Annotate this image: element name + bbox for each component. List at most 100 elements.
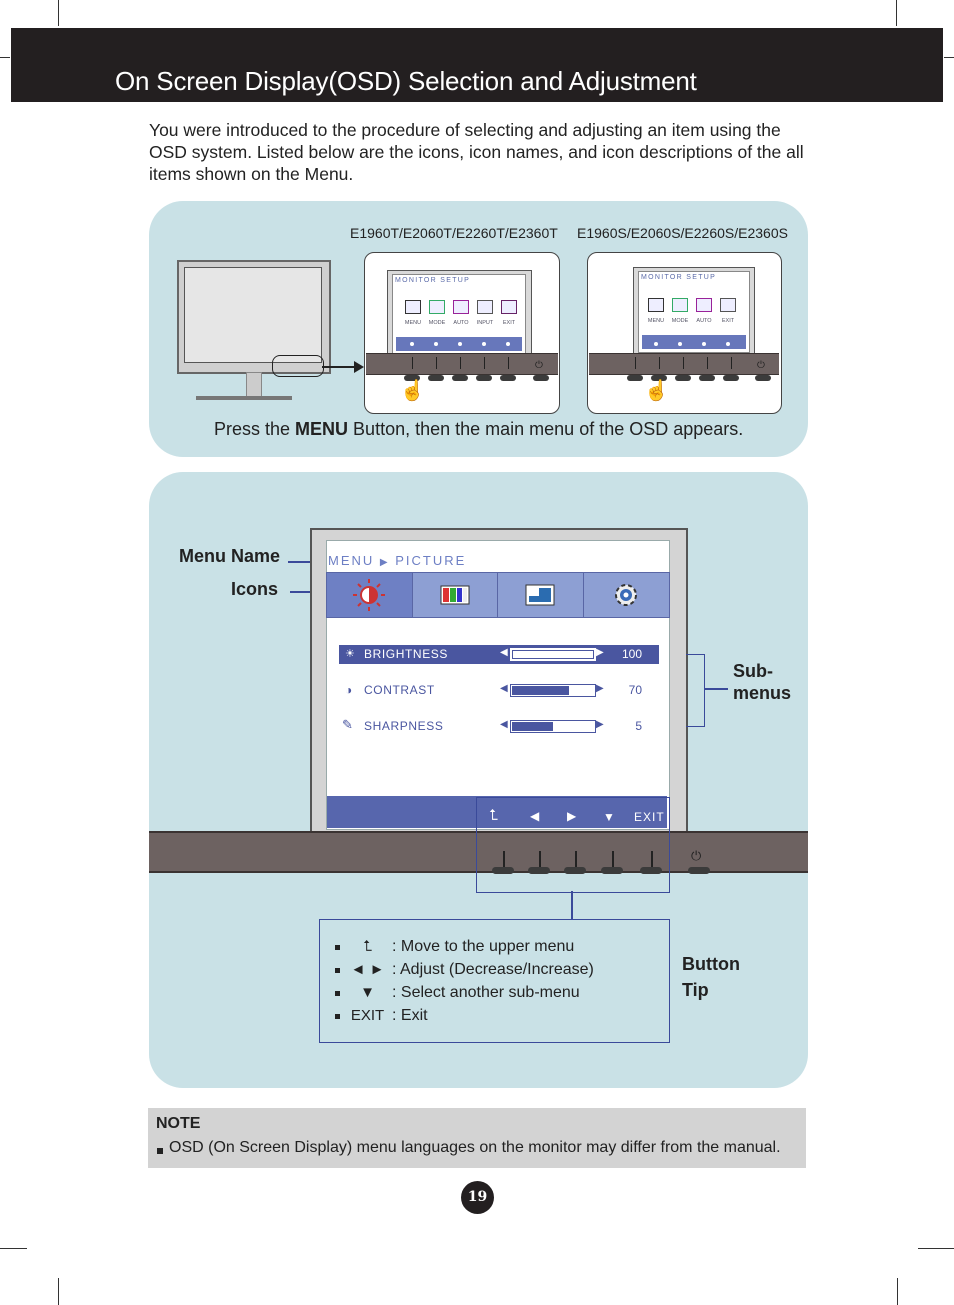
tip-symbol: ⮤: [363, 938, 372, 955]
power-button: [755, 375, 771, 381]
monitor-button: [675, 375, 691, 381]
monitor-button: [627, 375, 643, 381]
return-icon: ⮤: [489, 807, 498, 824]
pointer-arrow: [322, 366, 356, 368]
note-box: NOTE OSD (On Screen Display) menu langua…: [148, 1108, 806, 1168]
osd-preview-label: AUTO: [696, 318, 712, 324]
slider-right-arrow: ▶: [596, 647, 604, 658]
monitor-bezel: [149, 831, 808, 873]
osd-preview-dot: [726, 342, 730, 346]
tip-description: : Move to the upper menu: [392, 938, 575, 955]
breadcrumb-arrow-icon: ▶: [379, 557, 390, 568]
left-arrow-icon: ◀: [530, 809, 540, 823]
osd-row-label: CONTRAST: [364, 683, 435, 697]
button-tip-label: Button Tip: [682, 954, 740, 1000]
tip-description: : Select another sub-menu: [392, 984, 580, 1001]
tip-symbol: ◄ ►: [350, 961, 385, 978]
front-button-line: [651, 851, 653, 867]
osd-preview-label: EXIT: [502, 320, 516, 326]
monitor-button: [428, 375, 444, 381]
note-text: OSD (On Screen Display) menu languages o…: [169, 1139, 781, 1156]
front-button[interactable]: [601, 867, 623, 874]
monitor-bezel-s: [589, 353, 779, 375]
tip-description: : Exit: [392, 1007, 428, 1024]
osd-preview-dot: [410, 342, 414, 346]
power-button[interactable]: [688, 867, 710, 874]
osd-preview-icon: [405, 300, 421, 314]
monitor-button: [723, 375, 739, 381]
osd-preview-icon: [453, 300, 469, 314]
note-title: NOTE: [156, 1115, 201, 1132]
slider-left-arrow: ◀: [500, 719, 508, 730]
tab-picture[interactable]: [326, 572, 413, 618]
tip-bullet-icon: [335, 991, 340, 996]
color-bars-icon: [440, 585, 470, 605]
tip-bullet-icon: [335, 945, 340, 950]
monitor-button-line: [484, 357, 485, 369]
button-tip-leader: [571, 891, 573, 919]
brightness-row-icon: ☀: [345, 648, 355, 660]
crop-mark: [944, 57, 954, 58]
osd-picture-label: PICTURE: [395, 553, 467, 568]
crop-mark: [58, 1278, 59, 1305]
osd-preview-label: MENU: [404, 320, 422, 326]
osd-preview-icon: [501, 300, 517, 314]
button-tip-highlight: [476, 797, 670, 893]
tab-settings[interactable]: [583, 572, 670, 618]
power-button-icon: ⏻: [691, 848, 702, 863]
osd-slider[interactable]: [510, 684, 596, 697]
front-button-line: [575, 851, 577, 867]
osd-preview-dot: [678, 342, 682, 346]
menu-name-leader: [288, 561, 326, 563]
osd-row-value: 100: [621, 647, 642, 661]
monitor-button: [476, 375, 492, 381]
osd-breadcrumb: MENU ▶ PICTURE: [328, 553, 466, 568]
front-button[interactable]: [640, 867, 662, 874]
osd-preview-title: MONITOR SETUP: [395, 277, 471, 284]
tab-display[interactable]: [497, 572, 584, 618]
model-label-s: E1960S/E2060S/E2260S/E2360S: [577, 225, 788, 241]
osd-slider[interactable]: [510, 720, 596, 733]
osd-slider-fill: [512, 722, 553, 731]
front-button-line: [539, 851, 541, 867]
tip-description: : Adjust (Decrease/Increase): [392, 961, 594, 978]
osd-slider[interactable]: [510, 648, 596, 661]
monitor-button: [651, 375, 667, 381]
front-button-line: [612, 851, 614, 867]
osd-slider-fill: [512, 686, 569, 695]
front-button-line: [503, 851, 505, 867]
crop-mark: [897, 1278, 898, 1305]
monitor-button-line: [659, 357, 660, 369]
gear-icon: [615, 584, 637, 606]
monitor-button-line: [707, 357, 708, 369]
power-button-icon: ⏻: [757, 360, 765, 371]
osd-menu-label: MENU: [328, 553, 375, 568]
crop-mark: [896, 0, 897, 26]
front-button[interactable]: [492, 867, 514, 874]
contrast-row-icon: ◑: [345, 683, 353, 697]
menu-name-label: Menu Name: [179, 546, 281, 566]
down-arrow-icon: ▼: [603, 810, 615, 824]
icons-leader: [290, 591, 326, 593]
press-menu-instruction: Press the MENU Button, then the main men…: [214, 419, 744, 439]
monitor-button-line: [683, 357, 684, 369]
osd-preview-label: EXIT: [721, 318, 735, 324]
osd-preview-icon: [477, 300, 493, 314]
display-icon: [525, 584, 555, 606]
intro-paragraph: You were introduced to the procedure of …: [149, 120, 804, 184]
crop-mark: [918, 1248, 954, 1249]
monitor-bezel-t: [366, 353, 558, 375]
osd-preview-dot: [458, 342, 462, 346]
tab-color[interactable]: [412, 572, 499, 618]
monitor-button: [699, 375, 715, 381]
front-button[interactable]: [528, 867, 550, 874]
monitor-button: [500, 375, 516, 381]
front-button[interactable]: [564, 867, 586, 874]
button-tip-legend: [319, 919, 670, 1043]
osd-preview-dot: [482, 342, 486, 346]
hand-pointer-icon: ☝: [644, 380, 669, 402]
slider-left-arrow: ◀: [500, 647, 508, 658]
page-title: On Screen Display(OSD) Selection and Adj…: [115, 66, 697, 96]
tip-symbol: ▼: [360, 984, 375, 1001]
slider-right-arrow: ▶: [596, 683, 604, 694]
